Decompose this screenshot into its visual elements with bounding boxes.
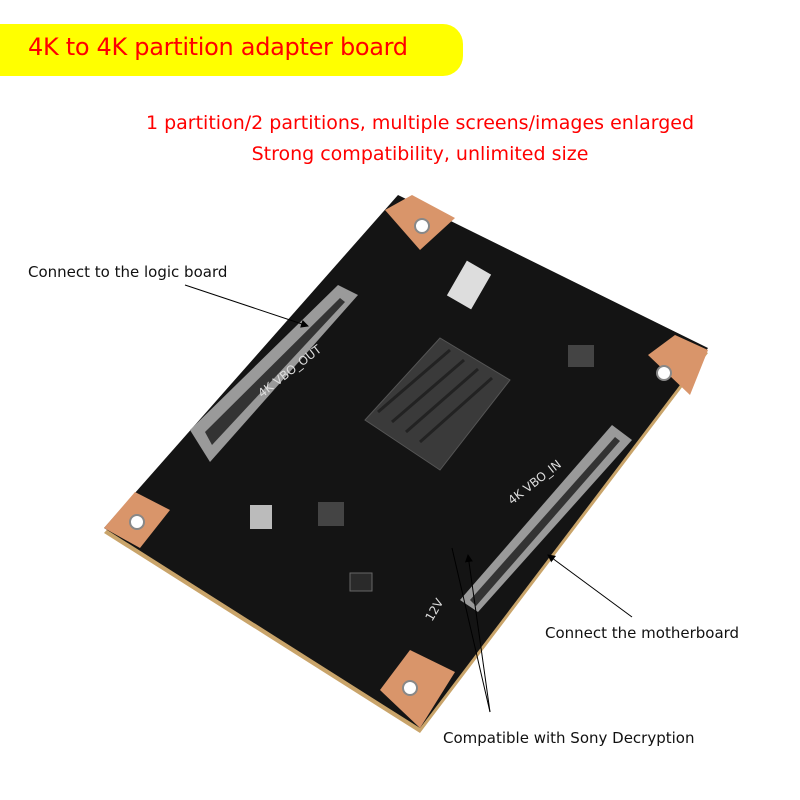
title: 4K to 4K partition adapter board	[28, 33, 408, 61]
subtitle-line-1: 1 partition/2 partitions, multiple scree…	[145, 112, 695, 134]
sony-leader-1	[465, 554, 491, 713]
logic-board-leader	[184, 284, 309, 328]
callout-sony: Compatible with Sony Decryption	[443, 729, 695, 747]
callout-logic-board: Connect to the logic board	[28, 263, 228, 281]
pcb-board	[104, 195, 708, 728]
inductor	[568, 345, 594, 367]
title-banner: 4K to 4K partition adapter board	[0, 24, 463, 76]
dip-switch	[446, 260, 492, 310]
chip	[349, 572, 373, 592]
sony-leader-2	[451, 547, 491, 713]
component	[250, 505, 272, 529]
subtitle-line-2: Strong compatibility, unlimited size	[251, 143, 589, 165]
motherboard-leader	[547, 554, 633, 618]
mounting-holes	[129, 218, 672, 696]
callout-motherboard: Connect the motherboard	[545, 624, 740, 642]
inductor	[318, 502, 344, 526]
